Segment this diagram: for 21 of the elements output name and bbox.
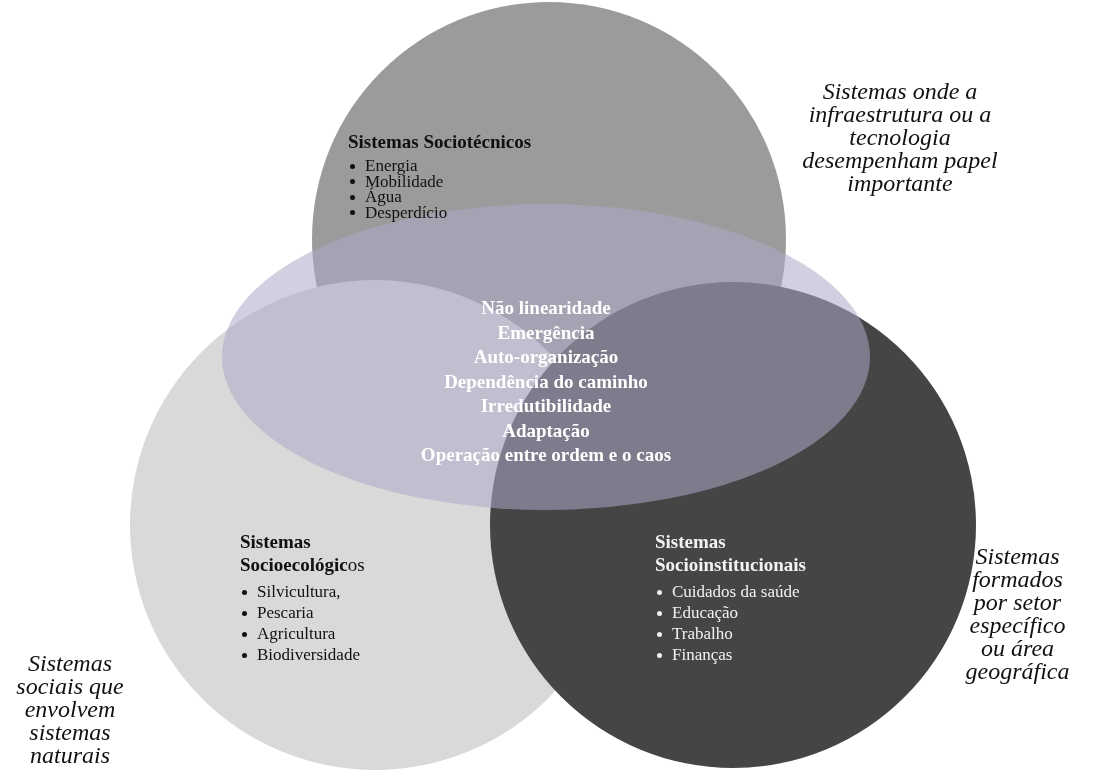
center-term: Não linearidade xyxy=(481,296,611,320)
list-item: Finanças xyxy=(672,647,733,663)
list-item: Trabalho xyxy=(672,626,733,642)
list-item: Biodiversidade xyxy=(257,647,360,663)
circle-heading: Sistemas Sociotécnicos xyxy=(348,130,533,153)
description-text: Sistemas sociais que envolvem sistemas naturais xyxy=(15,652,125,767)
description-text: Sistemas onde a infraestrutura ou a tecnologia desempenham papel importante xyxy=(801,80,999,195)
list-item: Água xyxy=(365,189,402,205)
center-term: Emergência xyxy=(497,320,595,345)
description-text: Sistemas formados por setor específico ou área geográfica xyxy=(964,545,1071,683)
list-item: Agricultura xyxy=(257,626,336,642)
circle-heading: Sistemas Socioecológicos xyxy=(240,530,366,576)
list-item: Energia xyxy=(365,158,418,174)
center-term: Irredutibilidade xyxy=(480,394,612,418)
list-item: Pescaria xyxy=(257,605,314,621)
circle-heading: Sistemas Socioinstitucionais xyxy=(655,530,807,576)
list-item: Silvicultura, xyxy=(257,584,341,600)
center-term: Adaptação xyxy=(502,418,590,443)
center-term: Operação entre ordem e o caos xyxy=(420,443,672,467)
list-item: Educação xyxy=(672,605,739,621)
list-item: Cuidados da saúde xyxy=(672,584,800,600)
